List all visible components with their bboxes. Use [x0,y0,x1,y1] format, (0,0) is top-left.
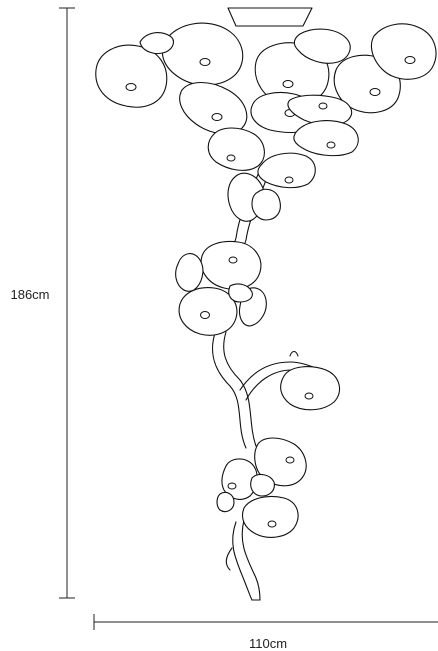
middle-leaf-5 [228,283,253,303]
leaf-center [282,80,294,88]
upper-leaf-11 [293,120,359,157]
leaf-center [211,113,223,121]
side-twig [289,350,299,357]
middle-leaf-1 [200,240,262,290]
leaf-center [228,256,238,264]
leaf-center [125,83,137,91]
bottom-stem-outline [232,521,253,601]
leaf-center [285,456,295,464]
top-leaf-7 [139,32,175,55]
lower-leaf-5 [216,491,235,513]
lamp-illustration [95,7,437,601]
top-leaf-6 [293,28,351,64]
bottom-stem [241,519,261,601]
height-dimension: 186cm [10,7,75,599]
width-dimension: 110cm [93,614,438,651]
bottom-twig [225,547,233,571]
upper-leaf-12 [207,127,265,171]
lower-leaf-4 [250,473,275,497]
leaf-center [199,58,211,66]
leaf-center [200,311,210,319]
side-leaf [280,366,341,411]
lower-leaf-3 [241,495,299,538]
lower-leaf-1 [254,437,307,487]
top-leaf-5 [370,23,437,80]
height-label: 186cm [10,287,49,302]
top-leaf-2 [162,22,244,86]
leaf-center [226,154,236,162]
upper-leaf-10 [287,94,353,126]
upper-leaf-13 [257,152,316,189]
middle-leaf-3 [175,253,204,292]
leaf-center [404,56,416,64]
leaf-center [227,482,237,490]
leaf-center [284,176,294,184]
lower-stem [211,329,247,449]
leaf-center [326,141,336,149]
middle-leaf-2 [178,287,238,336]
leaf-center [369,88,381,96]
top-leaf-1 [95,44,168,108]
upper-leaf-8 [179,81,248,135]
width-label: 110cm [249,636,287,651]
lower-stem-outline [223,331,257,447]
wall-mount-plate [227,7,313,27]
leaf-center [304,392,314,400]
leaf-center [267,520,277,528]
side-branch-outline [245,369,293,401]
leaf-center [318,102,328,110]
upper-leaf-15 [251,188,281,221]
